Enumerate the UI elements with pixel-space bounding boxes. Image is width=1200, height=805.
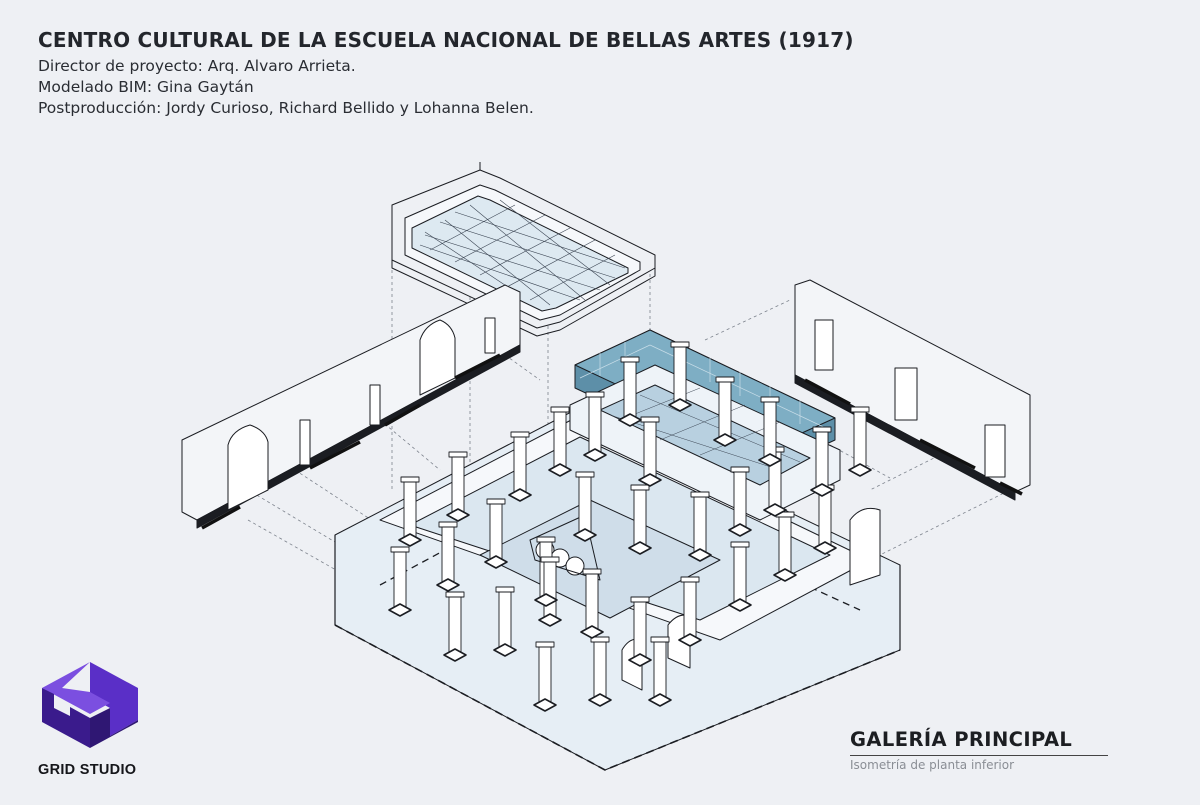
column-26 [585,391,605,454]
column-30 [535,641,555,704]
column-base-plate-30 [533,698,557,712]
column-15 [630,484,650,547]
column-29 [590,636,610,699]
logo-face-left [42,688,90,748]
column-base-plate-21 [618,413,642,427]
logo-face-top [42,662,110,714]
column-base-plate-10 [813,541,837,555]
column-base-plate-3 [484,555,508,569]
column-base-plate-20 [848,463,872,477]
credit-postproduction: Postproducción: Jordy Curioso, Richard B… [38,99,534,117]
column-base-plates [388,398,872,712]
column-16 [690,491,710,554]
isometric-cube-logo-icon [42,662,138,748]
column-base-plate-29 [588,693,612,707]
header: CENTRO CULTURAL DE LA ESCUELA NACIONAL D… [38,28,854,119]
column-33 [650,636,670,699]
column-24 [760,396,780,459]
column-base-plate-14 [573,528,597,542]
caption-divider [850,755,1108,756]
right-wall-elevation [794,279,1031,501]
credit-bim: Modelado BIM: Gina Gaytán [38,78,254,96]
column-base-plate-1 [388,603,412,617]
column-31 [495,586,515,649]
column-20 [850,406,870,469]
column-9 [775,511,795,574]
column-base-plate-8 [728,598,752,612]
column-23 [715,376,735,439]
columns [390,341,870,704]
column-base-plate-32 [443,648,467,662]
column-19 [812,426,832,489]
wall-plan-lines [201,353,1023,530]
caption-subtitle: Isometría de planta inferior [850,758,1015,772]
column-12 [448,451,468,514]
column-base-plate-12 [446,508,470,522]
column-22 [670,341,690,404]
column-base-plate-27 [638,473,662,487]
column-21 [620,356,640,419]
column-base-plate-2 [436,578,460,592]
column-base-plate-23 [713,433,737,447]
column-base-plate-13 [508,488,532,502]
column-base-plate-24 [758,453,782,467]
column-base-plate-31 [493,643,517,657]
column-14 [575,471,595,534]
column-13 [510,431,530,494]
column-base-plate-18 [763,503,787,517]
caption-block: GALERÍA PRINCIPAL Isometría de planta in… [850,728,1110,772]
caption-title: GALERÍA PRINCIPAL [850,728,1073,751]
column-8 [730,541,750,604]
column-base-plate-19 [810,483,834,497]
column-27 [640,416,660,479]
column-32 [445,591,465,654]
column-6 [630,596,650,659]
column-base-plate-5 [580,625,604,639]
main-gallery-body [334,364,901,771]
column-base-plate-16 [688,548,712,562]
column-11 [400,476,420,539]
column-base-plate-26 [583,448,607,462]
column-base-plate-7 [678,633,702,647]
brand-name: GRID STUDIO [38,762,137,778]
column-17 [730,466,750,529]
skylight-roof [391,162,656,337]
column-1 [390,546,410,609]
column-base-plate-9 [773,568,797,582]
column-2 [438,521,458,584]
page-title: CENTRO CULTURAL DE LA ESCUELA NACIONAL D… [38,28,854,52]
column-base-plate-17 [728,523,752,537]
column-base-plate-22 [668,398,692,412]
logo-face-bottom [90,708,138,748]
credit-director: Director de proyecto: Arq. Alvaro Arriet… [38,57,356,75]
column-base-plate-4 [534,593,558,607]
logo-face-right [90,662,138,736]
column-base-plate-25 [548,463,572,477]
column-28 [540,556,560,619]
left-wall-elevation [181,284,521,529]
column-5 [582,568,602,631]
column-base-plate-11 [398,533,422,547]
column-7 [680,576,700,639]
column-base-plate-15 [628,541,652,555]
column-base-plate-28 [538,613,562,627]
column-3 [486,498,506,561]
column-base-plate-6 [628,653,652,667]
column-base-plate-33 [648,693,672,707]
column-25 [550,406,570,469]
